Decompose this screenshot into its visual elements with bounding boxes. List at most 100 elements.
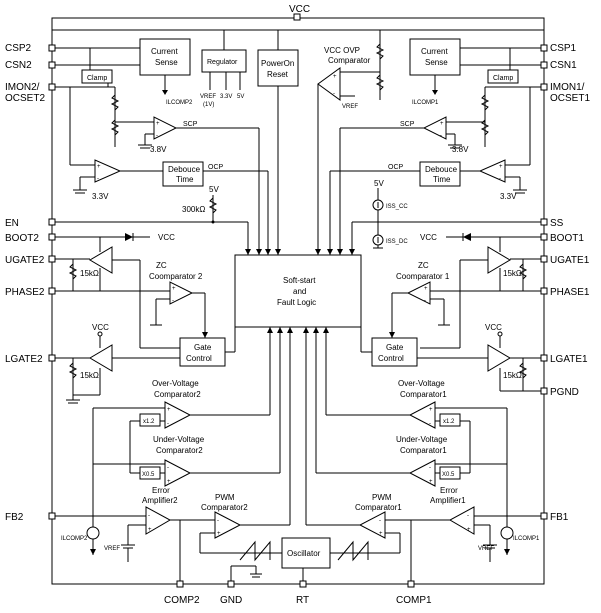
pin-phase2	[48, 287, 56, 295]
ramp-waveform-1	[337, 540, 369, 562]
zc2-label-b: Coomparator 2	[149, 272, 203, 281]
pin-phase2-label: PHASE2	[5, 287, 45, 298]
pin-fb1-label: FB1	[550, 512, 569, 523]
pin-imon2-label-a: IMON2/	[5, 82, 40, 93]
pin-csp2	[48, 44, 56, 52]
pin-imon1-label-a: IMON1/	[550, 82, 585, 93]
svg-text:x1.2: x1.2	[143, 419, 155, 425]
pin-imon2	[48, 83, 56, 91]
error-amp-section-2: ILCOMP2 VREF - +	[55, 506, 215, 581]
svg-text:-: -	[467, 513, 469, 519]
svg-text:Debouce: Debouce	[425, 165, 458, 174]
pin-rt-label: RT	[296, 595, 309, 606]
svg-text:ILCOMP2: ILCOMP2	[61, 536, 88, 542]
svg-text:Comparator: Comparator	[328, 56, 371, 65]
svg-text:15kΩ: 15kΩ	[80, 269, 99, 278]
gate-control-1-label-a: Gate	[386, 343, 404, 352]
svg-text:+: +	[429, 407, 433, 413]
low-side-driver-2: VCC 15kΩ	[55, 323, 180, 404]
pin-boot2	[48, 233, 56, 241]
svg-text:SCP: SCP	[183, 121, 198, 128]
lgate1-driver	[487, 344, 511, 372]
svg-text:3.8V: 3.8V	[150, 145, 167, 154]
top-center: Regulator VREF (1V) 3.3V 5V PowerOn Rese…	[200, 30, 385, 255]
current-sense-2: Current Sense Clamp ILCOMP2 + - 3.8V SCP…	[55, 38, 259, 201]
pin-comp2	[176, 580, 184, 588]
svg-text:300kΩ: 300kΩ	[182, 205, 205, 214]
pin-fb2-label: FB2	[5, 512, 24, 523]
svg-text:-: -	[424, 298, 426, 304]
pin-boot1-label: BOOT1	[550, 233, 584, 244]
ocp-comparator-1	[478, 159, 506, 183]
pin-en-label: EN	[5, 218, 19, 229]
uvc2-label-b: Comparator2	[156, 446, 203, 455]
power-on-reset	[257, 49, 299, 87]
svg-text:5V: 5V	[374, 179, 384, 188]
softstart-inputs	[245, 128, 355, 255]
pin-csp1-label: CSP1	[550, 43, 577, 54]
svg-text:VREF: VREF	[104, 546, 120, 552]
error-amplifier-1	[448, 506, 475, 535]
svg-text:-: -	[148, 513, 150, 519]
svg-text:-: -	[167, 465, 169, 471]
svg-text:ISS_CC: ISS_CC	[386, 204, 408, 210]
uvc1-label-a: Under-Voltage	[396, 435, 448, 444]
svg-text:15kΩ: 15kΩ	[503, 371, 522, 380]
pin-rt	[299, 580, 307, 588]
ea2-label-b: Amplifier2	[142, 496, 178, 505]
gate-control-2-label-b: Control	[186, 354, 212, 363]
pwm2-label-a: PWM	[215, 493, 235, 502]
svg-text:+: +	[167, 479, 171, 485]
svg-text:PowerOn: PowerOn	[261, 59, 294, 68]
gate-control-1	[371, 337, 418, 367]
svg-text:-: -	[429, 421, 431, 427]
pwm-comparator-1	[358, 511, 386, 539]
pin-pgnd-label: PGND	[550, 387, 579, 398]
svg-text:VREF: VREF	[478, 546, 494, 552]
svg-text:-: -	[379, 518, 381, 524]
softstart-label-b: and	[293, 287, 306, 296]
pin-imon1-label-b: OCSET1	[550, 93, 590, 104]
softstart-fault-logic	[234, 254, 362, 328]
pwm1-label-a: PWM	[372, 493, 392, 502]
pin-lgate1	[540, 354, 548, 362]
svg-text:Time: Time	[176, 175, 194, 184]
gate-control-1-label-b: Control	[378, 354, 404, 363]
pin-boot1	[540, 233, 548, 241]
ea1-label-b: Amplifier1	[430, 496, 466, 505]
pin-comp1-label: COMP1	[396, 595, 432, 606]
svg-text:3.3V: 3.3V	[500, 192, 517, 201]
svg-text:VCC: VCC	[158, 233, 175, 242]
svg-text:+: +	[467, 527, 471, 533]
pwm-comparator-2	[214, 511, 242, 539]
ovc2-label-a: Over-Voltage	[152, 379, 199, 388]
zc-comparator-2	[169, 281, 194, 305]
svg-text:5V: 5V	[209, 185, 219, 194]
svg-text:15kΩ: 15kΩ	[80, 371, 99, 380]
svg-text:ILCOMP1: ILCOMP1	[513, 536, 540, 542]
svg-text:VREF: VREF	[342, 104, 358, 110]
svg-text:-: -	[217, 518, 219, 524]
svg-text:3.8V: 3.8V	[452, 145, 469, 154]
ovc1-label-b: Comparator1	[400, 390, 447, 399]
svg-text:-: -	[440, 133, 442, 139]
pin-ugate1	[540, 255, 548, 263]
svg-text:Clamp: Clamp	[87, 75, 107, 82]
svg-text:Reset: Reset	[267, 70, 289, 79]
ramp-waveform-2	[239, 540, 271, 562]
debounce-time-2	[162, 161, 204, 187]
bottom-pins: COMP2 GND RT COMP1	[164, 580, 432, 606]
ov-comparator-2	[164, 401, 192, 429]
svg-text:-: -	[499, 176, 501, 182]
svg-text:OCP: OCP	[388, 164, 404, 171]
pin-ugate2-label: UGATE2	[5, 255, 45, 266]
pin-csp2-label: CSP2	[5, 43, 32, 54]
pin-csn1	[540, 61, 548, 69]
vcc-ovp-comparator	[317, 67, 341, 101]
pin-ugate2	[48, 255, 56, 263]
softstart-label-c: Fault Logic	[277, 298, 316, 307]
svg-text:VCC: VCC	[92, 323, 109, 332]
svg-text:+: +	[429, 479, 433, 485]
pin-lgate2	[48, 354, 56, 362]
svg-text:SCP: SCP	[400, 121, 415, 128]
